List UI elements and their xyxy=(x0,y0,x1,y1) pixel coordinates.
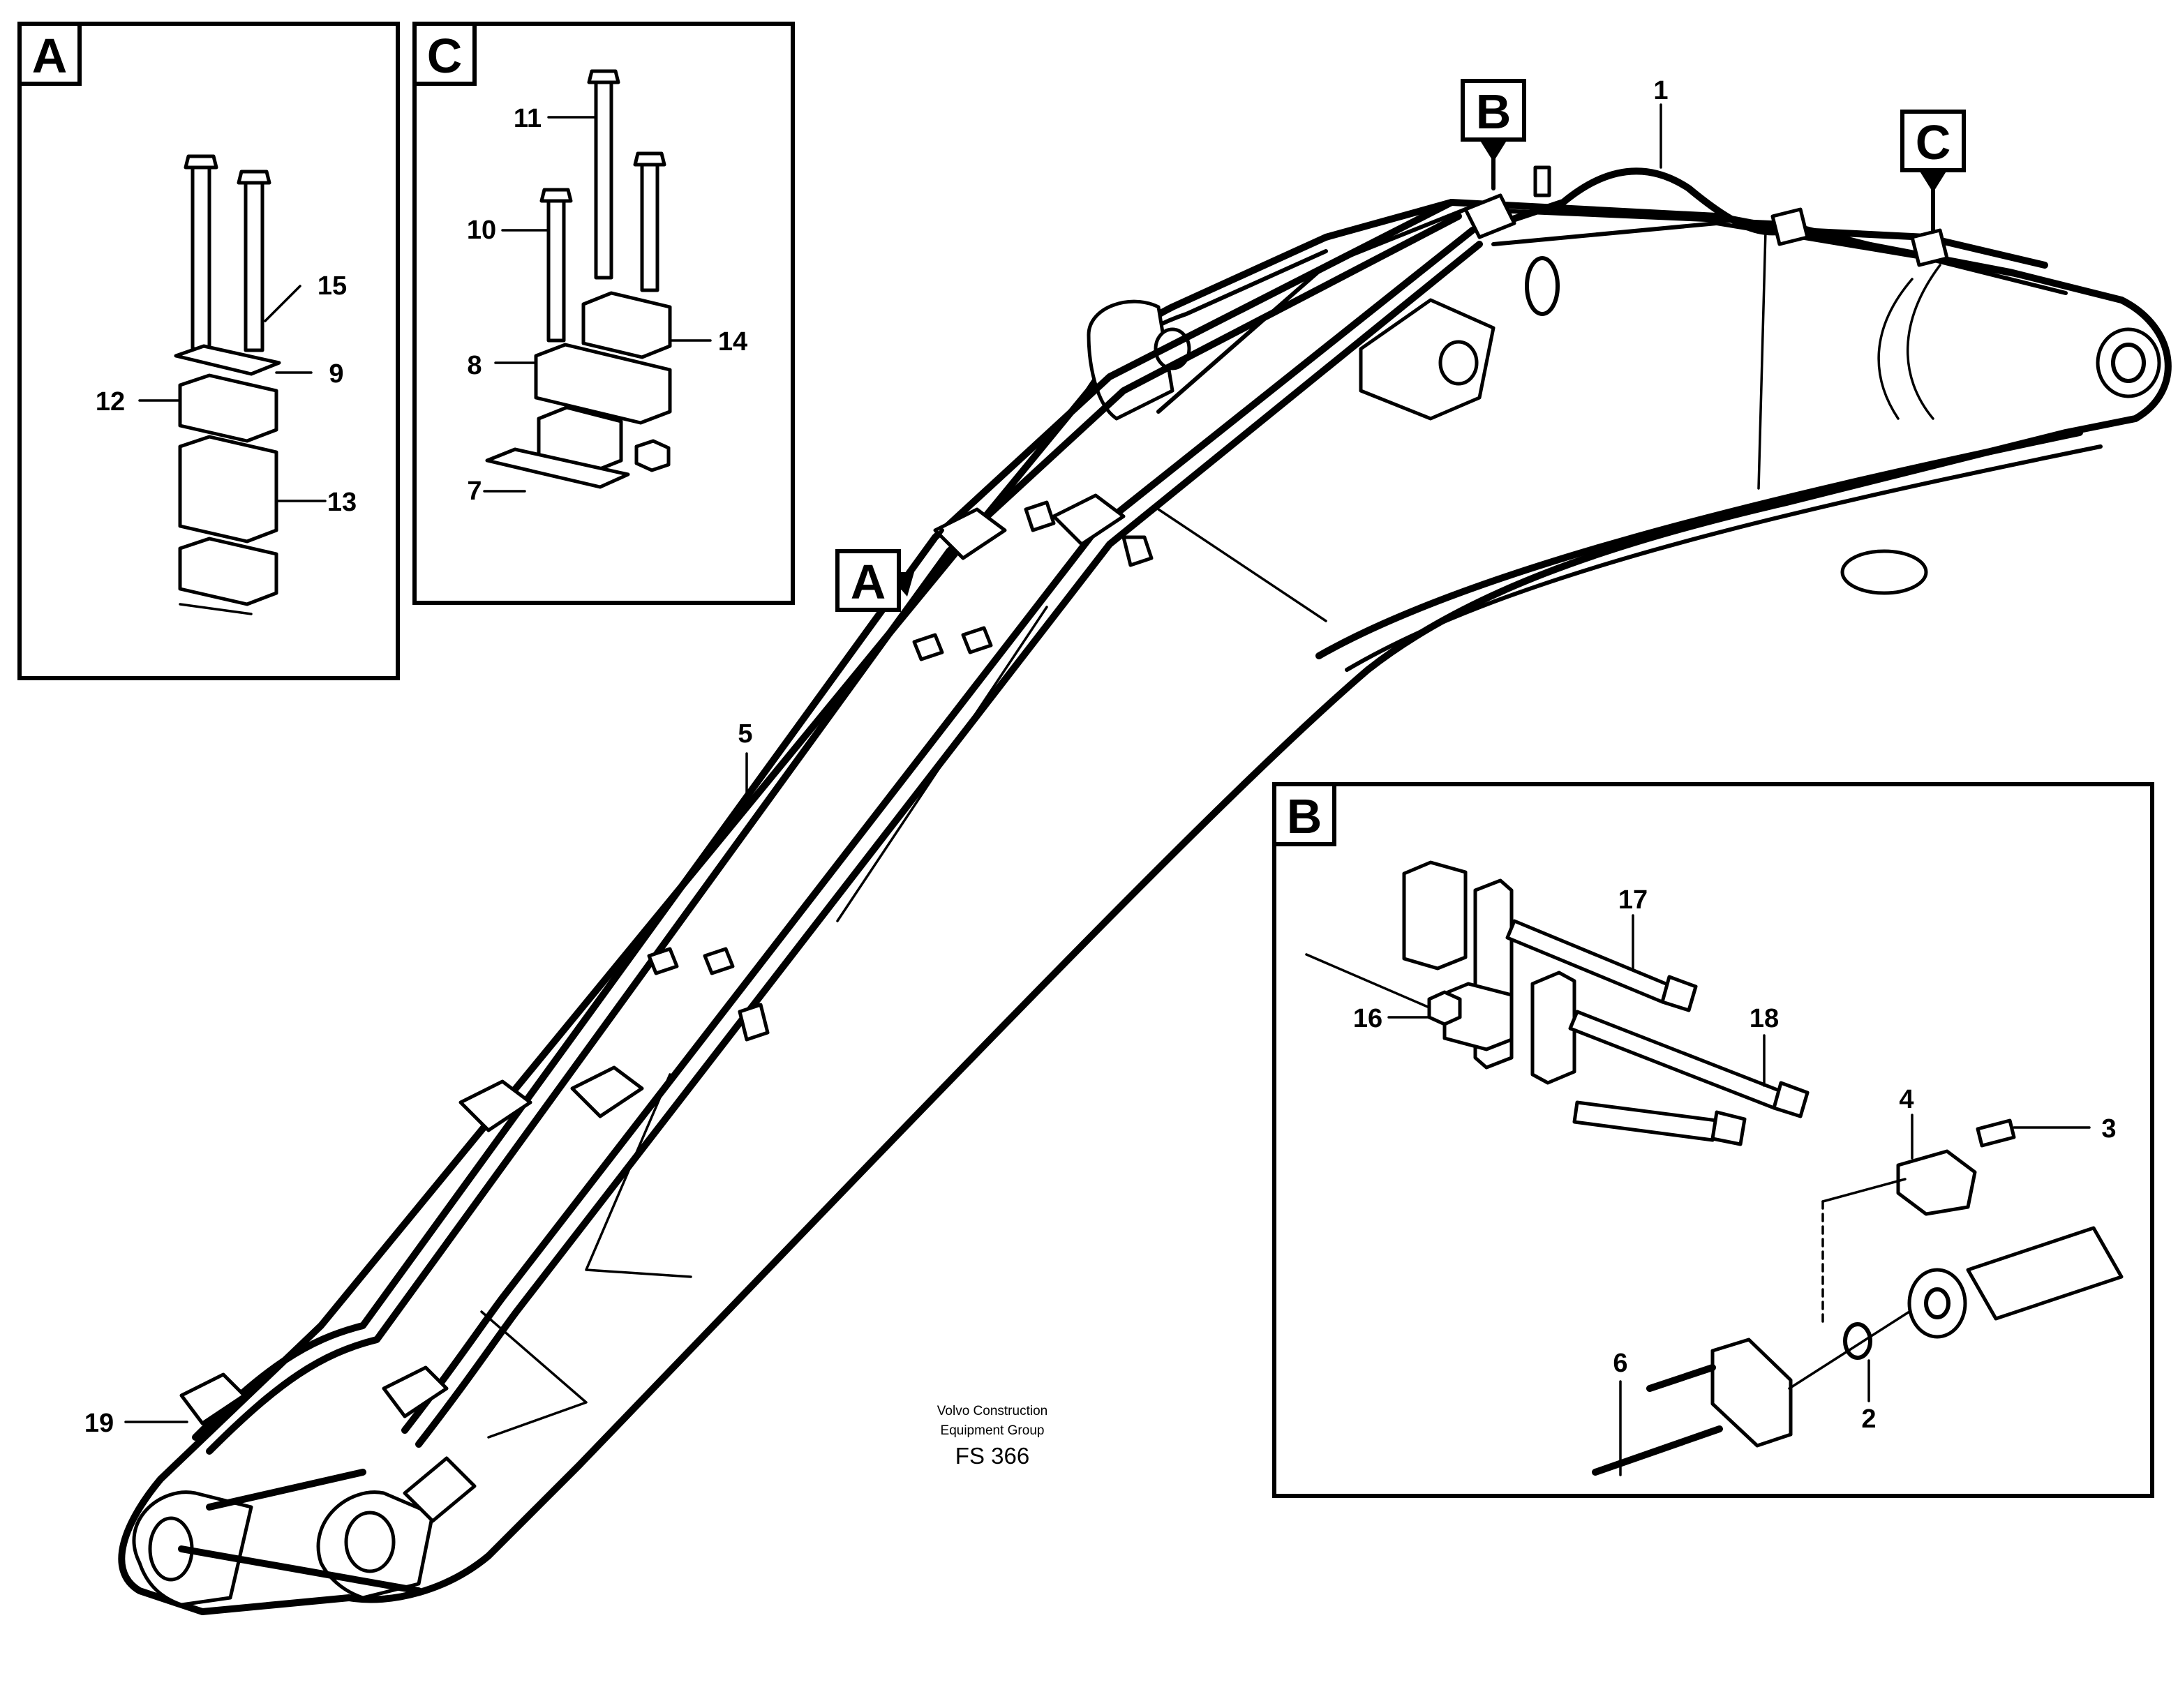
part-label-16: 16 xyxy=(1353,1004,1382,1033)
part-label-6: 6 xyxy=(1613,1349,1627,1378)
drawing-caption: Volvo Construction Equipment Group FS 36… xyxy=(937,1404,1047,1469)
caption-code: FS 366 xyxy=(955,1443,1029,1469)
part-label-14: 14 xyxy=(718,327,747,357)
main-callout-b-label: B xyxy=(1476,84,1512,139)
boom-clamps xyxy=(179,165,1949,1425)
detail-panel-b: B 17 16 xyxy=(1272,782,2154,1498)
main-callout-a-label: A xyxy=(851,555,886,609)
part-label-5: 5 xyxy=(738,719,752,749)
detail-panel-c: C 11 10 14 8 7 xyxy=(412,22,795,605)
main-callout-c: C xyxy=(1900,110,1966,193)
part-label-18: 18 xyxy=(1750,1004,1779,1033)
part-label-15: 15 xyxy=(318,271,347,301)
caption-line-1: Volvo Construction xyxy=(937,1404,1047,1418)
panel-b-letter: B xyxy=(1287,789,1322,844)
main-callout-b: B xyxy=(1461,79,1526,162)
caption-line-2: Equipment Group xyxy=(941,1423,1045,1438)
part-label-4: 4 xyxy=(1899,1085,1914,1114)
part-label-2: 2 xyxy=(1861,1404,1876,1434)
part-label-10: 10 xyxy=(467,216,496,245)
boom-structure xyxy=(118,199,2172,1615)
part-label-17: 17 xyxy=(1618,885,1648,915)
panel-c-letter: C xyxy=(427,29,463,83)
panel-a-letter: A xyxy=(32,29,68,83)
part-label-12: 12 xyxy=(96,387,125,417)
part-label-8: 8 xyxy=(467,351,482,380)
part-label-3: 3 xyxy=(2101,1114,2116,1144)
part-label-1: 1 xyxy=(1653,76,1668,105)
part-label-13: 13 xyxy=(327,488,357,517)
main-callout-c-label: C xyxy=(1916,115,1951,170)
part-label-11: 11 xyxy=(514,104,542,133)
main-callout-a: A xyxy=(835,549,914,612)
part-label-19: 19 xyxy=(84,1409,114,1438)
part-label-7: 7 xyxy=(467,477,482,506)
part-label-9: 9 xyxy=(329,359,343,389)
detail-panel-a: A 15 9 12 13 xyxy=(17,22,400,680)
